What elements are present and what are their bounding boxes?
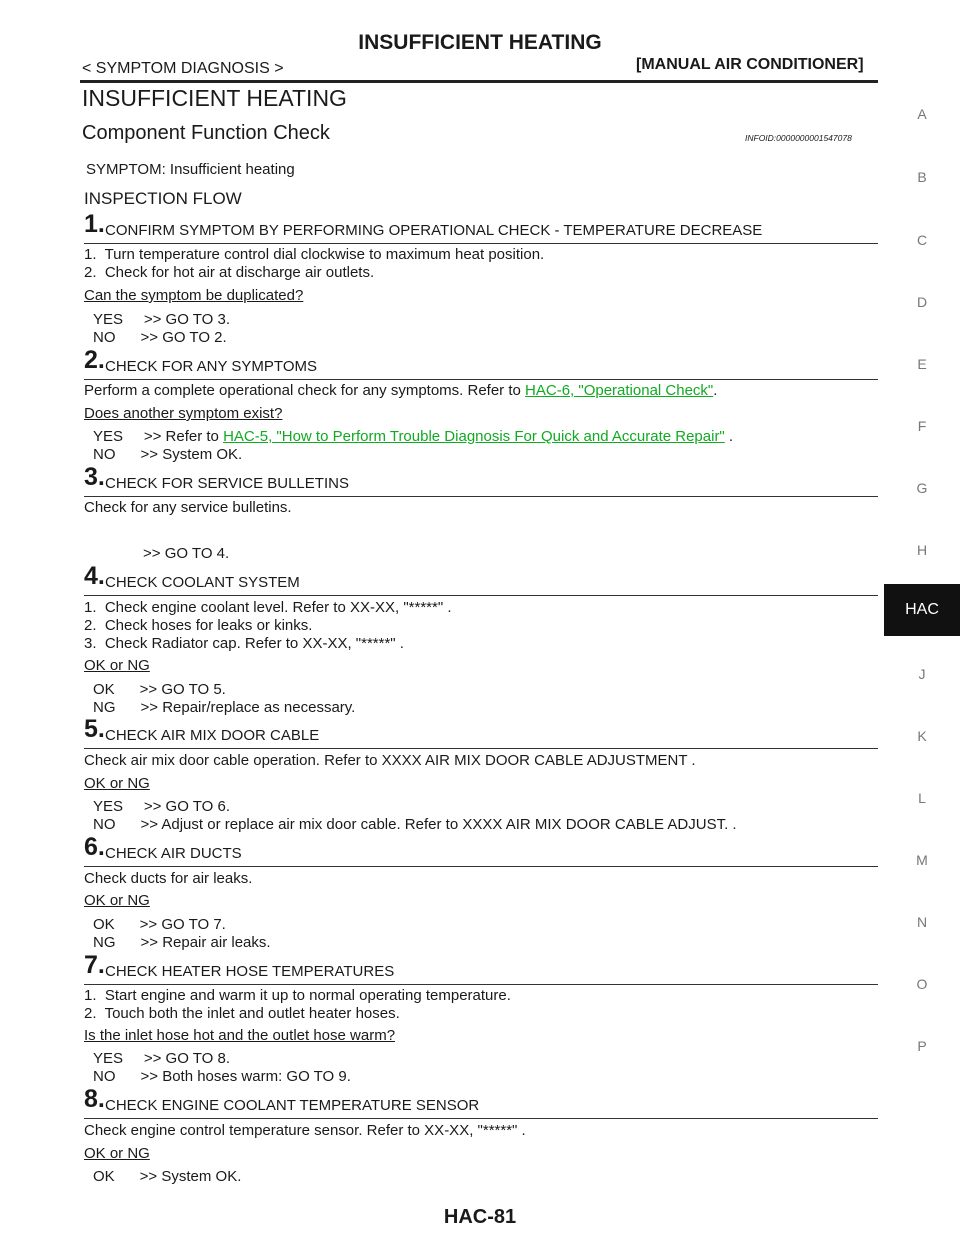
step-1-line-1: 1. Turn temperature control dial clockwi…	[84, 246, 545, 263]
step-number: 6.	[84, 833, 105, 861]
step-6-result-ng: NG >> Repair air leaks.	[93, 934, 271, 951]
info-id: INFOID:0000000001547078	[745, 133, 852, 143]
step-2-text-end: .	[713, 382, 718, 399]
step-5-header: 5. CHECK AIR MIX DOOR CABLE	[84, 715, 878, 749]
step-6-header: 6. CHECK AIR DUCTS	[84, 833, 878, 867]
side-tab-e[interactable]: E	[917, 356, 927, 372]
step-5-result-no: NO >> Adjust or replace air mix door cab…	[93, 816, 737, 833]
side-tab-p[interactable]: P	[917, 1038, 927, 1054]
step-6-line-1: Check ducts for air leaks.	[84, 870, 253, 887]
step-2-result-no: NO >> System OK.	[93, 446, 243, 463]
step-7-line-1: 1. Start engine and warm it up to normal…	[84, 987, 511, 1004]
step-title: CHECK ENGINE COOLANT TEMPERATURE SENSOR	[105, 1097, 480, 1114]
step-number: 8.	[84, 1085, 105, 1113]
side-tab-o[interactable]: O	[916, 976, 928, 992]
step-8-question: OK or NG	[84, 1145, 150, 1162]
sub-heading: Component Function Check	[82, 122, 330, 144]
step-5-question: OK or NG	[84, 775, 150, 792]
step-1-line-2: 2. Check for hot air at discharge air ou…	[84, 264, 375, 281]
step-8-header: 8. CHECK ENGINE COOLANT TEMPERATURE SENS…	[84, 1085, 878, 1119]
step-5-result-yes: YES >> GO TO 6.	[93, 798, 231, 815]
page-header-title: INSUFFICIENT HEATING	[358, 31, 602, 54]
trouble-diagnosis-link[interactable]: HAC-5, "How to Perform Trouble Diagnosis…	[223, 428, 725, 445]
step-number: 2.	[84, 346, 105, 374]
step-2-result-yes: YES >> Refer to HAC-5, "How to Perform T…	[93, 428, 733, 445]
step-4-result-ok: OK >> GO TO 5.	[93, 681, 226, 698]
step-8-line-1: Check engine control temperature sensor.…	[84, 1122, 526, 1139]
step-2-yes-end: .	[724, 428, 734, 445]
side-tab-f[interactable]: F	[917, 418, 927, 434]
page-number: HAC-81	[443, 1206, 517, 1228]
step-title: CHECK AIR DUCTS	[105, 845, 242, 862]
step-number: 4.	[84, 562, 105, 590]
step-title: CHECK FOR ANY SYMPTOMS	[105, 358, 317, 375]
side-tab-g[interactable]: G	[916, 480, 928, 496]
side-tab-b[interactable]: B	[917, 169, 927, 185]
step-title: CHECK HEATER HOSE TEMPERATURES	[105, 963, 395, 980]
step-7-result-no: NO >> Both hoses warm: GO TO 9.	[93, 1068, 351, 1085]
operational-check-link[interactable]: HAC-6, "Operational Check"	[525, 382, 714, 399]
step-number: 1.	[84, 210, 105, 238]
step-2-text: Perform a complete operational check for…	[84, 382, 526, 399]
breadcrumb: < SYMPTOM DIAGNOSIS >	[82, 60, 284, 77]
step-8-result-ok: OK >> System OK.	[93, 1168, 242, 1185]
step-4-result-ng: NG >> Repair/replace as necessary.	[93, 699, 356, 716]
step-7-result-yes: YES >> GO TO 8.	[93, 1050, 231, 1067]
step-2-question: Does another symptom exist?	[84, 405, 283, 422]
step-7-header: 7. CHECK HEATER HOSE TEMPERATURES	[84, 951, 878, 985]
symptom-text: SYMPTOM: Insufficient heating	[86, 161, 295, 178]
step-7-question: Is the inlet hose hot and the outlet hos…	[84, 1027, 396, 1044]
inspection-flow-title: INSPECTION FLOW	[84, 189, 242, 208]
step-4-line-2: 2. Check hoses for leaks or kinks.	[84, 617, 313, 634]
step-title: CHECK COOLANT SYSTEM	[105, 574, 300, 591]
step-4-header: 4. CHECK COOLANT SYSTEM	[84, 562, 878, 596]
step-5-line-1: Check air mix door cable operation. Refe…	[84, 752, 696, 769]
step-number: 7.	[84, 951, 105, 979]
header-rule	[80, 80, 878, 83]
side-tab-d[interactable]: D	[916, 294, 928, 310]
step-1-header: 1. CONFIRM SYMPTOM BY PERFORMING OPERATI…	[84, 210, 878, 244]
step-4-question: OK or NG	[84, 657, 150, 674]
step-number: 5.	[84, 715, 105, 743]
side-tab-h[interactable]: H	[916, 542, 928, 558]
step-3-line-1: Check for any service bulletins.	[84, 499, 292, 516]
step-2-line-1: Perform a complete operational check for…	[84, 382, 717, 399]
side-tab-n[interactable]: N	[916, 914, 928, 930]
side-tab-k[interactable]: K	[917, 728, 927, 744]
step-number: 3.	[84, 463, 105, 491]
side-tab-j[interactable]: J	[918, 666, 926, 682]
side-tab-l[interactable]: L	[918, 790, 926, 806]
side-tab-c[interactable]: C	[916, 232, 928, 248]
step-1-result-no: NO >> GO TO 2.	[93, 329, 227, 346]
step-1-result-yes: YES >> GO TO 3.	[93, 311, 231, 328]
step-2-header: 2. CHECK FOR ANY SYMPTOMS	[84, 346, 878, 380]
step-3-header: 3. CHECK FOR SERVICE BULLETINS	[84, 463, 878, 497]
side-tab-m[interactable]: M	[916, 852, 928, 868]
side-tab-hac-active[interactable]: HAC	[884, 584, 960, 636]
step-4-line-1: 1. Check engine coolant level. Refer to …	[84, 599, 452, 616]
step-1-question: Can the symptom be duplicated?	[84, 287, 304, 304]
side-tab-a[interactable]: A	[917, 106, 927, 122]
step-6-question: OK or NG	[84, 892, 150, 909]
step-6-result-ok: OK >> GO TO 7.	[93, 916, 226, 933]
step-3-result: >> GO TO 4.	[93, 545, 230, 562]
step-4-line-3: 3. Check Radiator cap. Refer to XX-XX, "…	[84, 635, 404, 652]
step-title: CONFIRM SYMPTOM BY PERFORMING OPERATIONA…	[105, 222, 763, 239]
main-heading: INSUFFICIENT HEATING	[82, 85, 347, 111]
step-7-line-2: 2. Touch both the inlet and outlet heate…	[84, 1005, 400, 1022]
step-2-yes-text: YES >> Refer to	[93, 428, 224, 445]
step-title: CHECK AIR MIX DOOR CABLE	[105, 727, 320, 744]
step-title: CHECK FOR SERVICE BULLETINS	[105, 475, 349, 492]
section-label: [MANUAL AIR CONDITIONER]	[636, 56, 864, 73]
